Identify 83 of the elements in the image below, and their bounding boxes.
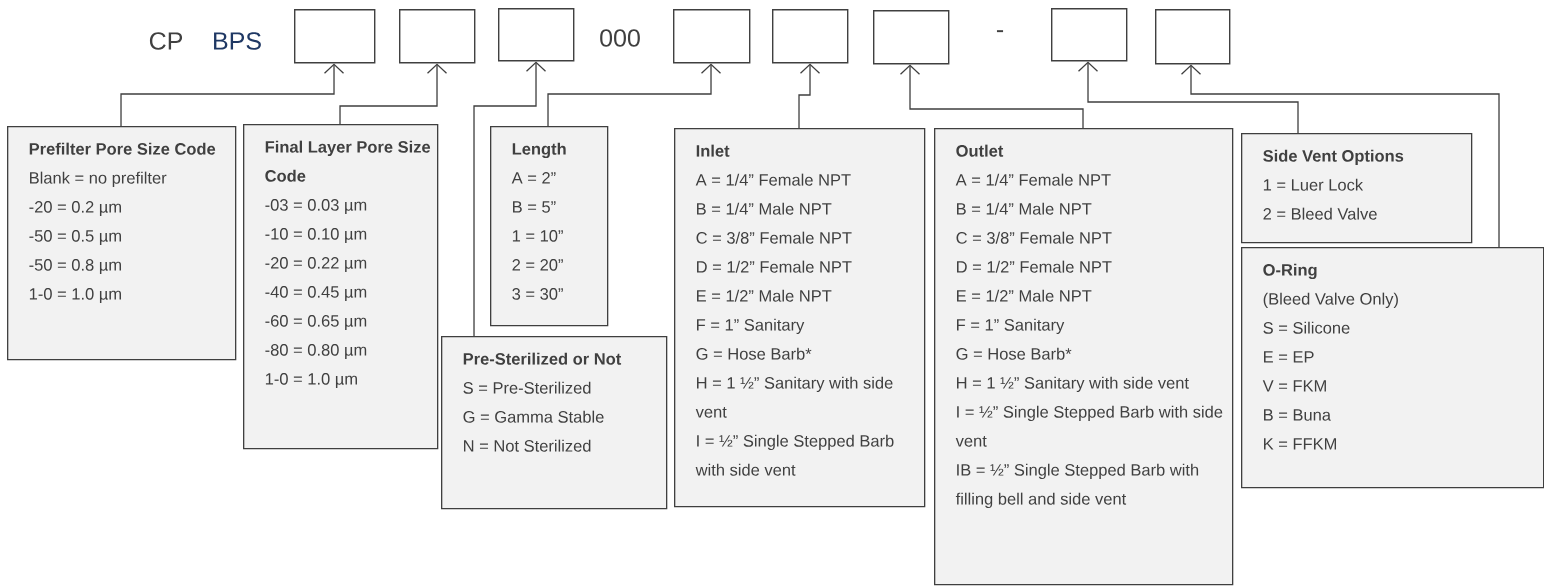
option-text: B = 1/4” Male NPT bbox=[957, 202, 1092, 215]
option-text: IB = ½” Single Stepped Barb with filling bell and side vent bbox=[955, 463, 1199, 508]
option-text: -80 = 0.80 µm bbox=[265, 344, 367, 359]
option-text: V = FKM bbox=[1262, 380, 1326, 392]
legend-box bbox=[7, 126, 237, 361]
option-text: E = 1/2” Male NPT bbox=[957, 289, 1092, 302]
option-text: A = 1/4” Female NPT bbox=[695, 173, 851, 186]
code-text: CP bbox=[149, 32, 183, 50]
option-text: F = 1” Sanitary bbox=[697, 318, 805, 334]
option-text: A = 2” bbox=[511, 172, 556, 184]
connector-arrow bbox=[1180, 64, 1500, 248]
option-text: -40 = 0.45 µm bbox=[265, 286, 367, 301]
option-text: -20 = 0.2 µm bbox=[29, 201, 121, 216]
option-text: I = ½” Single Stepped Barb with side vent bbox=[955, 405, 1223, 447]
option-text: (Bleed Valve Only) bbox=[1263, 292, 1398, 308]
legend-box bbox=[1241, 133, 1473, 244]
code-text: 000 bbox=[600, 29, 640, 47]
option-text: H = 1 ½” Sanitary with side vent bbox=[695, 376, 893, 418]
option-text: 1-0 = 1.0 µm bbox=[29, 288, 121, 303]
code-box bbox=[1051, 8, 1128, 62]
code-box bbox=[399, 9, 476, 64]
legend-box bbox=[1241, 247, 1544, 489]
option-text: B = 5” bbox=[513, 201, 556, 213]
connector-arrow bbox=[899, 64, 1084, 129]
heading: Prefilter Pore Size Code bbox=[29, 142, 216, 155]
heading: O-Ring bbox=[1263, 263, 1317, 280]
heading: Length bbox=[512, 142, 566, 159]
option-text: -03 = 0.03 µm bbox=[265, 199, 367, 214]
connector-arrow bbox=[120, 63, 345, 127]
option-text: E = 1/2” Male NPT bbox=[697, 289, 832, 302]
option-text: K = FFKM bbox=[1264, 438, 1336, 450]
connector-arrow bbox=[339, 63, 448, 125]
option-text: Blank = no prefilter bbox=[30, 171, 167, 187]
option-text: 1-0 = 1.0 µm bbox=[265, 373, 357, 388]
code-text: BPS bbox=[214, 32, 261, 50]
legend-box bbox=[934, 128, 1234, 586]
option-text: I = ½” Single Stepped Barb with side vent bbox=[695, 434, 894, 476]
code-box bbox=[1155, 9, 1231, 65]
option-text: C = 3/8” Female NPT bbox=[696, 231, 852, 244]
heading: Pre-Sterilized or Not bbox=[463, 352, 622, 365]
connector-arrow bbox=[1077, 61, 1299, 134]
code-box bbox=[873, 10, 950, 65]
legend-box bbox=[674, 128, 926, 508]
option-text: 2 = Bleed Valve bbox=[1263, 207, 1377, 220]
option-text: S = Pre-Sterilized bbox=[463, 381, 591, 394]
option-text: B = 1/4” Male NPT bbox=[697, 202, 832, 215]
option-text: D = 1/2” Female NPT bbox=[957, 260, 1112, 273]
option-text: A = 1/4” Female NPT bbox=[955, 173, 1111, 186]
heading: Inlet bbox=[696, 144, 730, 157]
code-box bbox=[294, 9, 376, 64]
legend-box bbox=[243, 124, 439, 450]
option-text: 1 = 10” bbox=[512, 230, 563, 242]
option-text: D = 1/2” Female NPT bbox=[697, 260, 852, 273]
heading: Final Layer Pore Size Code bbox=[265, 140, 431, 182]
connector-arrow bbox=[798, 63, 821, 129]
option-text: E = EP bbox=[1264, 351, 1314, 363]
option-text: -50 = 0.5 µm bbox=[29, 230, 121, 245]
legend-box bbox=[441, 336, 668, 510]
connector-arrow bbox=[547, 63, 722, 127]
legend-box bbox=[490, 126, 609, 327]
option-text: B = Buna bbox=[1264, 409, 1331, 421]
option-text: -10 = 0.10 µm bbox=[265, 228, 367, 243]
code-box bbox=[498, 8, 575, 62]
option-text: -50 = 0.8 µm bbox=[29, 259, 121, 274]
option-text: H = 1 ½” Sanitary with side vent bbox=[957, 376, 1189, 392]
connector-arrow bbox=[473, 61, 547, 337]
heading: Outlet bbox=[956, 144, 1004, 157]
option-text: 3 = 30” bbox=[512, 288, 563, 300]
code-box bbox=[772, 9, 849, 64]
option-text: S = Silicone bbox=[1263, 321, 1350, 334]
option-text: 1 = Luer Lock bbox=[1263, 178, 1364, 191]
option-text: G = Gamma Stable bbox=[463, 410, 604, 423]
option-text: F = 1” Sanitary bbox=[957, 318, 1065, 334]
option-text: -60 = 0.65 µm bbox=[265, 315, 367, 330]
option-text: G = Hose Barb* bbox=[956, 347, 1072, 360]
option-text: -20 = 0.22 µm bbox=[265, 257, 367, 272]
option-text: 2 = 20” bbox=[512, 259, 563, 271]
heading: Side Vent Options bbox=[1263, 149, 1404, 165]
option-text: N = Not Sterilized bbox=[464, 439, 591, 452]
option-text: G = Hose Barb* bbox=[696, 347, 812, 360]
option-text: C = 3/8” Female NPT bbox=[956, 231, 1112, 244]
code-text: - bbox=[996, 30, 1004, 33]
code-box bbox=[673, 9, 751, 64]
